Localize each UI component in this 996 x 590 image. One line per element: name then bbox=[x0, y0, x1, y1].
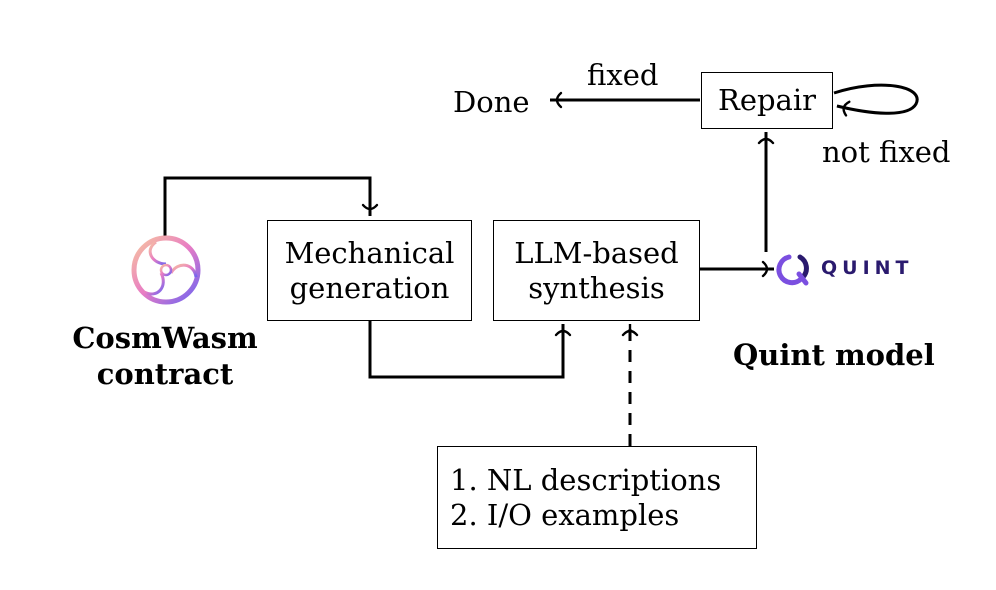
edge-contract-to-mechanical bbox=[163, 176, 379, 238]
cosmwasm-caption-line2: contract bbox=[96, 357, 234, 392]
edge-mechanical-to-llm bbox=[368, 320, 572, 379]
edge-repair-self-loop bbox=[833, 83, 919, 117]
inputs-line2: 2. I/O examples bbox=[450, 497, 680, 532]
done-label: Done bbox=[453, 85, 530, 119]
llm-line2: synthesis bbox=[528, 270, 665, 305]
repair-label: Repair bbox=[718, 83, 816, 118]
not-fixed-edge-label: not fixed bbox=[822, 135, 951, 169]
mechanical-line1: Mechanical bbox=[284, 235, 455, 270]
quint-logo-icon bbox=[776, 254, 809, 286]
inputs-line1: 1. NL descriptions bbox=[450, 462, 722, 497]
fixed-edge-label: fixed bbox=[587, 58, 659, 92]
inputs-box: 1. NL descriptions 2. I/O examples bbox=[437, 446, 757, 549]
cosmwasm-logo-icon bbox=[131, 235, 201, 305]
cosmwasm-contract-caption: CosmWasm contract bbox=[58, 320, 272, 393]
llm-line1: LLM-based bbox=[514, 235, 679, 270]
llm-synthesis-box: LLM-based synthesis bbox=[493, 220, 700, 321]
quint-model-caption: Quint model bbox=[733, 338, 935, 372]
quint-wordmark: QUINT bbox=[821, 257, 914, 279]
repair-box: Repair bbox=[701, 72, 833, 129]
cosmwasm-caption-line1: CosmWasm bbox=[72, 321, 258, 355]
mechanical-generation-box: Mechanical generation bbox=[267, 220, 472, 321]
mechanical-line2: generation bbox=[289, 270, 450, 305]
